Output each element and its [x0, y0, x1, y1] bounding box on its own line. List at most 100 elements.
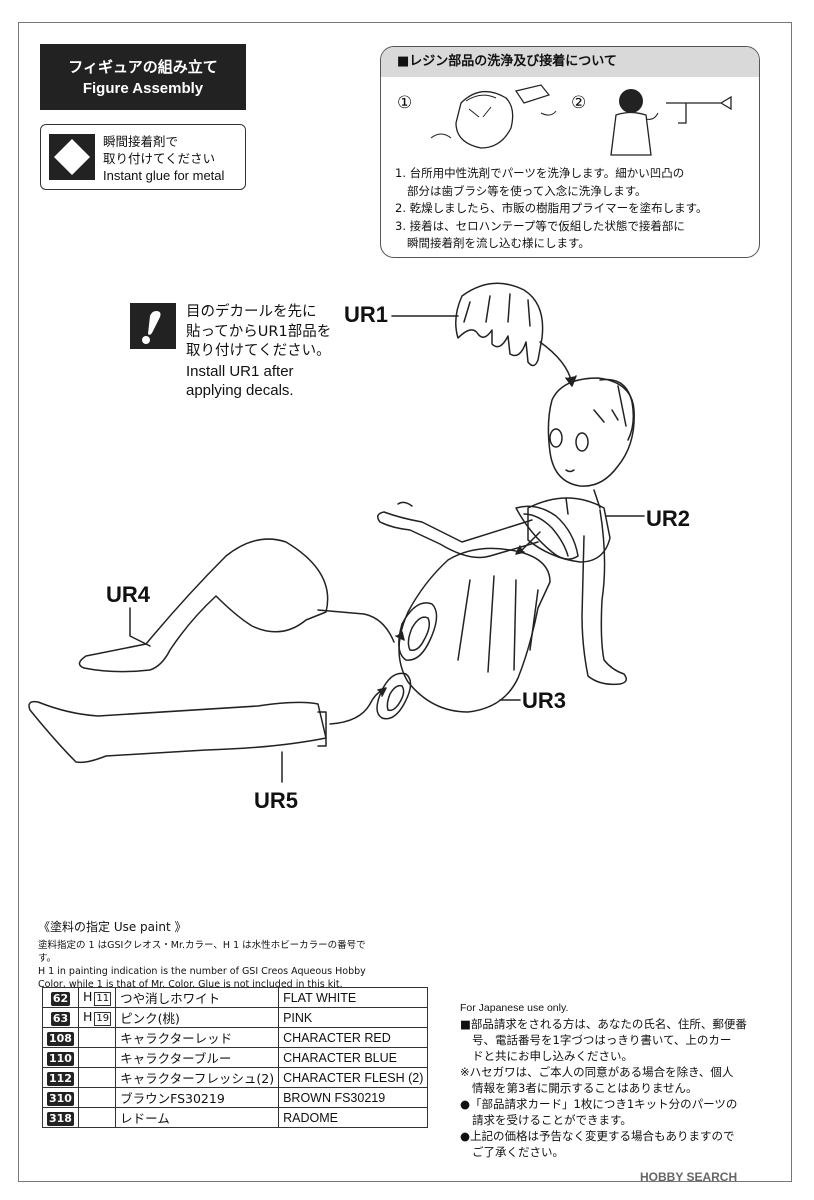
paint-code-cell: 310 — [42, 1087, 79, 1108]
title-en: Figure Assembly — [82, 80, 204, 97]
label-ur1: UR1 — [344, 302, 389, 327]
paint-h-prefix: H — [82, 1009, 93, 1024]
ur1-hair-part — [455, 282, 544, 367]
paint-h-cell — [77, 1027, 117, 1048]
paint-code: 112 — [47, 1071, 74, 1086]
paint-name-jp: キャラクターレッド — [115, 1027, 280, 1048]
paint-code: 63 — [50, 1011, 71, 1026]
decal-en1: Install UR1 after — [186, 362, 294, 380]
paint-code-cell: 62 — [42, 987, 79, 1008]
figure-torso — [527, 497, 611, 563]
paint-h-cell — [77, 1047, 117, 1068]
figure-assembly-drawing — [28, 282, 645, 783]
glue-text: 瞬間接着剤で 取り付けてください Instant glue for metal — [103, 133, 224, 184]
resin-step-line: 瞬間接着剤を流し込む様にします。 — [407, 236, 590, 250]
jp-use-line: 号、電話番号を1字づつはっきり書いて、上のカー — [472, 1033, 732, 1047]
jp-use-line: ●上記の価格は予告なく変更する場合もありますので — [460, 1129, 735, 1143]
right-arm — [581, 509, 627, 686]
decal-note: 目のデカールを先に 貼ってからUR1部品を 取り付けてください。 Install… — [186, 303, 331, 401]
paint-name-jp: ブラウンFS30219 — [115, 1087, 280, 1108]
section-title: フィギュアの組み立て Figure Assembly — [40, 44, 246, 110]
ur4-leg-part — [78, 538, 329, 673]
decal-en2: applying decals. — [186, 382, 294, 399]
paint-name-en: PINK — [278, 1007, 429, 1028]
label-ur4: UR4 — [106, 582, 151, 607]
jp-use-line: ※ハセガワは、ご本人の同意がある場合を除き、個人 — [460, 1065, 734, 1079]
title-jp: フィギュアの組み立て — [68, 58, 218, 76]
ur5-leg-part — [28, 700, 327, 764]
paint-h-cell — [77, 1087, 117, 1108]
watermark: HOBBY SEARCH — [640, 1170, 738, 1184]
jp-use-line: ■部品請求をされる方は、あなたの氏名、住所、郵便番 — [460, 1017, 747, 1031]
resin-step-line: 3. 接着は、セロハンテープ等で仮組した状態で接着部に — [395, 218, 685, 233]
paint-name-jp: キャラクターフレッシュ(2) — [115, 1067, 280, 1088]
left-arm — [377, 511, 539, 559]
paint-note-line: Color, while 1 is that of Mr. Color. Glu… — [38, 979, 343, 990]
jp-use-line: ●「部品請求カード」1枚につき1キット分のパーツの — [460, 1097, 738, 1111]
paint-note-line: 塗料指定の 1 はGSIクレオス・Mr.カラー、H 1 は水性ホビーカラーの番号… — [38, 940, 366, 964]
paint-h-cell — [77, 1107, 117, 1128]
priming-illustration — [610, 89, 732, 156]
resin-step-line: 2. 乾燥しましたら、市販の樹脂用プライマーを塗布します。 — [395, 201, 708, 215]
label-ur3: UR3 — [522, 688, 567, 713]
paint-code-cell: 112 — [42, 1067, 79, 1088]
jp-use-line: ご了承ください。 — [472, 1145, 564, 1159]
paint-code: 62 — [50, 991, 71, 1006]
ur2-socket — [515, 505, 579, 560]
paint-code-cell: 318 — [42, 1107, 79, 1128]
caution-icon — [130, 303, 176, 349]
figure-head — [547, 377, 635, 487]
glue-diamond-icon — [49, 134, 95, 180]
paint-code: 108 — [47, 1031, 74, 1046]
jp-use-line: 情報を第3者に開示することはありません。 — [472, 1081, 698, 1095]
paint-name-en: RADOME — [278, 1107, 429, 1128]
paint-name-en: CHARACTER BLUE — [278, 1047, 429, 1068]
paint-name-jp: ピンク(桃) — [115, 1007, 280, 1028]
paint-code-cell: 63 — [42, 1007, 79, 1028]
glue-notice: 瞬間接着剤で 取り付けてください Instant glue for metal — [40, 124, 246, 190]
resin-heading: ■レジン部品の洗浄及び接着について — [381, 47, 759, 77]
japanese-use-note: For Japanese use only. ■部品請求をされる方は、あなたの氏… — [460, 1000, 760, 1160]
page-frame — [18, 22, 792, 1182]
paint-code-cell: 110 — [42, 1047, 79, 1068]
paint-name-en: CHARACTER FLESH (2) — [278, 1067, 429, 1088]
paint-code: 310 — [47, 1091, 74, 1106]
paint-h-prefix: H — [82, 989, 93, 1004]
jp-use-line: 請求を受けることができます。 — [472, 1113, 632, 1127]
decal-line2: 貼ってからUR1部品を — [186, 323, 332, 340]
jp-use-head: For Japanese use only. — [460, 1002, 569, 1014]
step1-number: ① — [397, 93, 413, 113]
paint-h-number: 19 — [94, 1012, 112, 1026]
paint-name-jp: キャラクターブルー — [115, 1047, 280, 1068]
paint-row: 112 キャラクターフレッシュ(2)CHARACTER FLESH (2) — [42, 1067, 429, 1088]
decal-line1: 目のデカールを先に — [186, 304, 317, 320]
paint-name-en: BROWN FS30219 — [278, 1087, 429, 1108]
resin-cleaning-box: ■レジン部品の洗浄及び接着について ① ② 1. 台所用中性洗剤でパーツを洗浄し… — [380, 46, 760, 258]
label-ur2: UR2 — [646, 506, 691, 531]
washing-illustration — [430, 84, 557, 149]
glue-line1: 瞬間接着剤で — [103, 134, 179, 149]
paint-code: 110 — [47, 1051, 74, 1066]
paint-code: 318 — [47, 1111, 74, 1126]
paint-code-cell: 108 — [42, 1027, 79, 1048]
paint-name-jp: つや消しホワイト — [115, 987, 280, 1008]
decal-line3: 取り付けてください。 — [186, 343, 331, 359]
paint-name-en: FLAT WHITE — [278, 987, 429, 1008]
jp-use-line: ドと共にお申し込みください。 — [472, 1049, 633, 1063]
paint-h-number: 11 — [94, 992, 112, 1006]
resin-step-line: 部分は歯ブラシ等を使って入念に洗浄します。 — [407, 183, 647, 198]
resin-step-line: 1. 台所用中性洗剤でパーツを洗浄します。細かい凹凸の — [395, 166, 685, 180]
glue-line3: Instant glue for metal — [103, 168, 225, 183]
glue-line2: 取り付けてください — [103, 151, 216, 166]
resin-steps: 1. 台所用中性洗剤でパーツを洗浄します。細かい凹凸の 部分は歯ブラシ等を使って… — [395, 165, 755, 253]
paint-name-en: CHARACTER RED — [278, 1027, 429, 1048]
